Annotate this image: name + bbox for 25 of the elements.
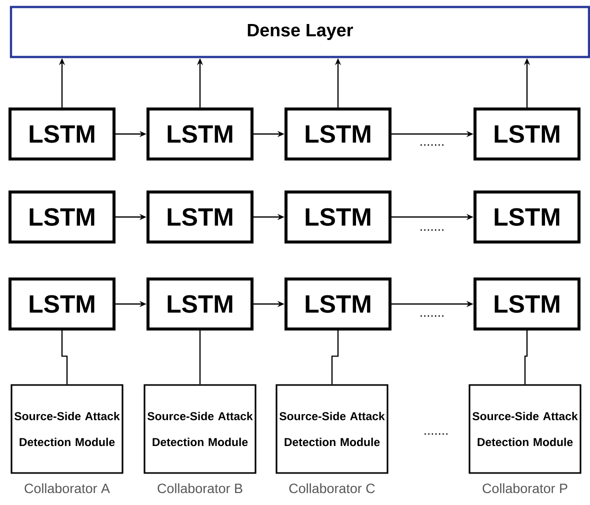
collaborator-label: Collaborator C: [289, 483, 375, 494]
ellipsis: .......: [424, 433, 448, 435]
collaborator-label: Collaborator B: [158, 483, 242, 494]
ellipsis: .......: [420, 315, 444, 317]
lstm-box: LSTM: [146, 108, 254, 160]
lstm-box: LSTM: [8, 278, 116, 330]
lstm-box: LSTM: [474, 190, 580, 244]
module-box: Source-Side Attack Detection Module: [468, 384, 582, 474]
dense-layer-box: Dense Layer: [10, 6, 590, 58]
module-box: Source-Side Attack Detection Module: [10, 384, 124, 474]
lstm-box: LSTM: [284, 190, 392, 244]
lstm-box: LSTM: [146, 278, 254, 330]
collaborator-label: Collaborator P: [482, 483, 568, 494]
lstm-box: LSTM: [474, 108, 580, 160]
lstm-box: LSTM: [474, 278, 580, 330]
module-box: Source-Side Attack Detection Module: [144, 384, 256, 474]
module-box: Source-Side Attack Detection Module: [276, 384, 388, 474]
ellipsis: .......: [420, 229, 444, 231]
lstm-box: LSTM: [284, 108, 392, 160]
lstm-box: LSTM: [146, 190, 254, 244]
ellipsis: .......: [420, 144, 444, 146]
lstm-box: LSTM: [8, 190, 116, 244]
collaborator-label: Collaborator A: [24, 483, 110, 494]
lstm-box: LSTM: [8, 108, 116, 160]
lstm-box: LSTM: [284, 278, 392, 330]
